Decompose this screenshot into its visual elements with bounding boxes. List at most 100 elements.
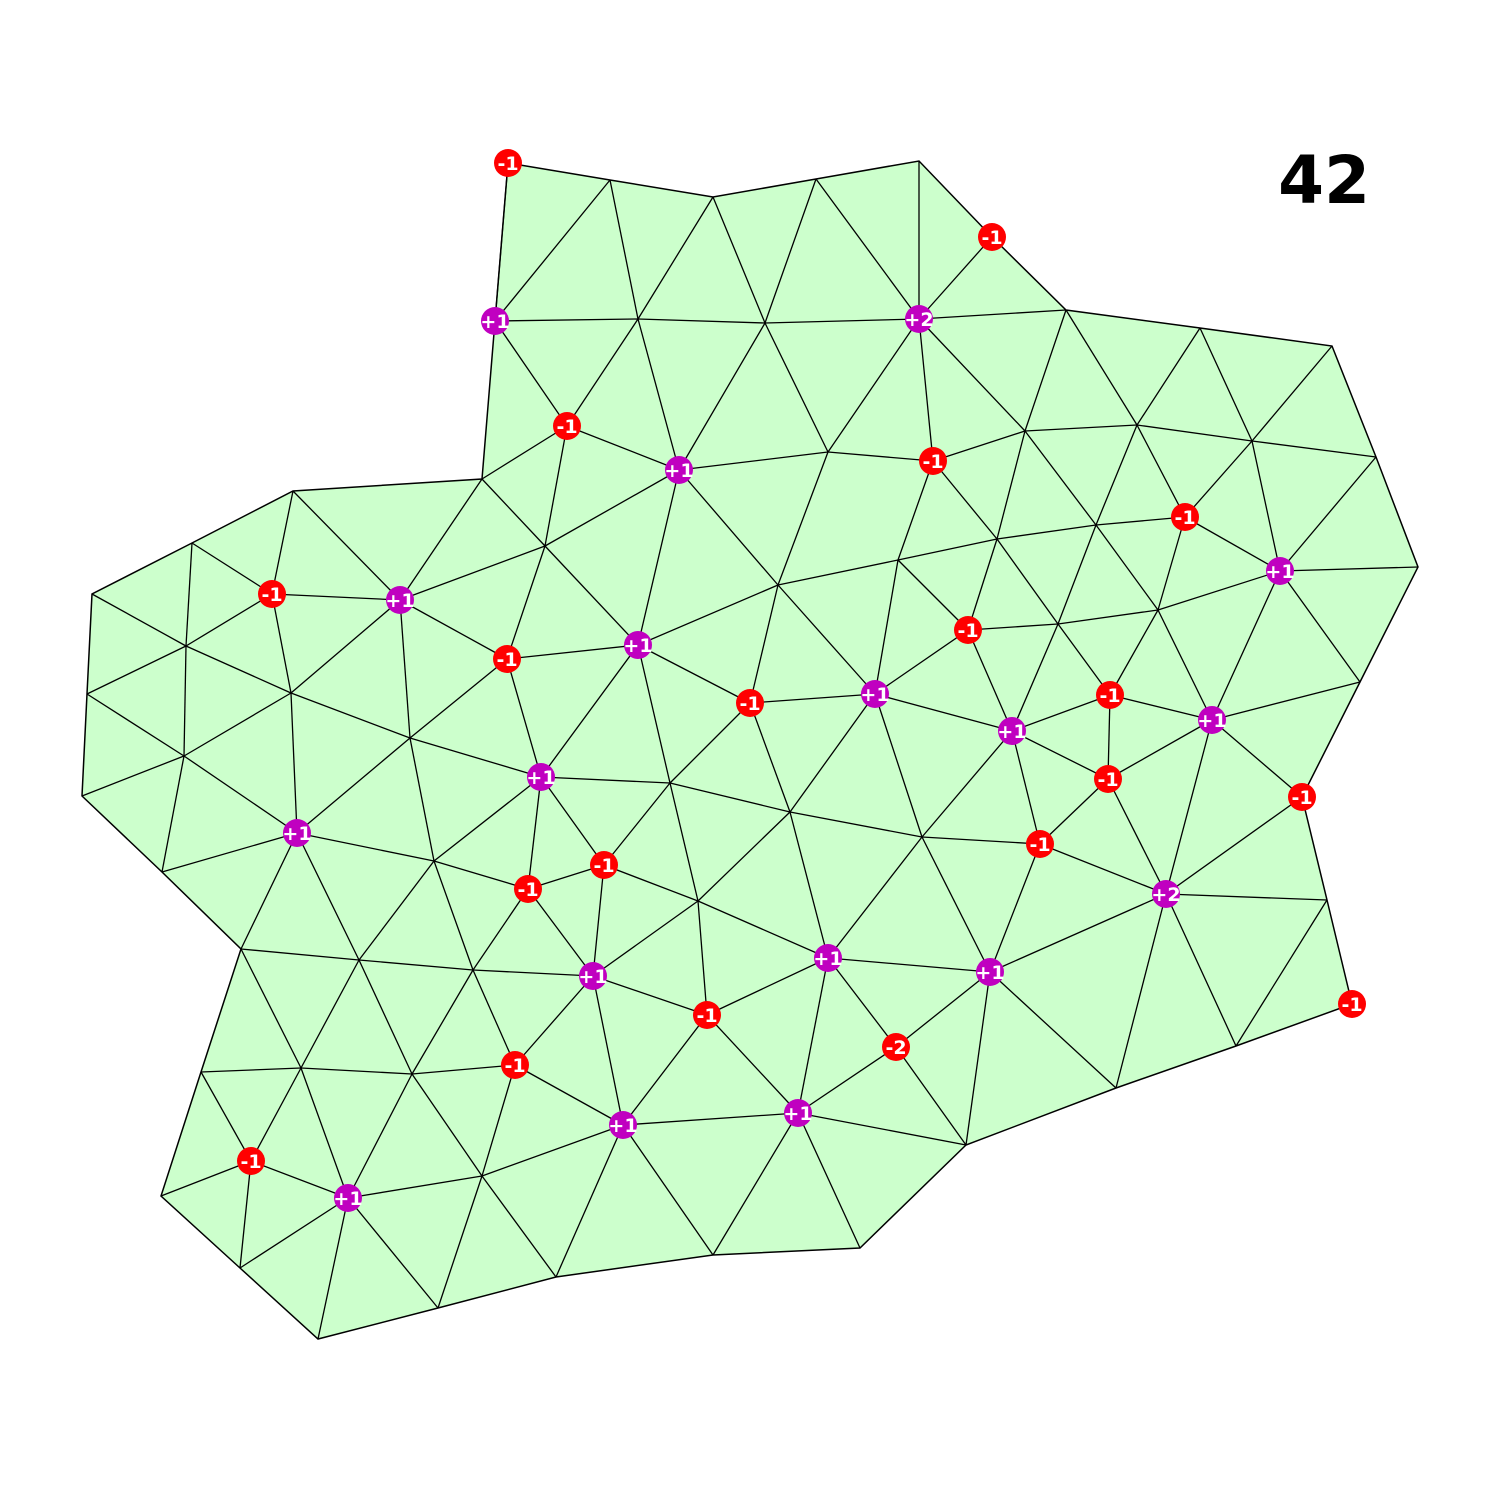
marker-label: -1	[922, 451, 943, 473]
mesh-edge	[296, 832, 435, 862]
mesh-edge	[185, 593, 273, 647]
mesh-edge	[271, 593, 401, 601]
mesh-edge	[697, 811, 791, 902]
mesh-edge	[637, 644, 671, 784]
mesh-edge	[1136, 327, 1201, 426]
mesh-edge	[897, 559, 969, 631]
negative-vertex-marker: -2	[882, 1033, 910, 1061]
mesh-edge	[603, 864, 699, 902]
mesh-edge	[706, 1014, 799, 1114]
marker-dot	[861, 680, 889, 708]
marker-dot	[1026, 830, 1054, 858]
negative-vertex-marker: -1	[954, 616, 982, 644]
mesh-edge	[358, 959, 413, 1075]
negative-vertex-marker: -1	[590, 851, 618, 879]
mesh-edge	[897, 538, 998, 561]
mesh-edge	[1251, 440, 1281, 572]
marker-label: +2	[904, 309, 933, 331]
mesh-edge	[1235, 899, 1328, 1047]
mesh-edge	[874, 693, 1013, 732]
mesh-edge	[86, 693, 185, 757]
mesh-edge	[481, 1124, 624, 1177]
marker-dot	[978, 223, 1006, 251]
mesh-edge	[1011, 730, 1109, 780]
negative-vertex-marker: -1	[1026, 830, 1054, 858]
negative-vertex-marker: -1	[1288, 783, 1316, 811]
mesh-edge	[161, 755, 185, 873]
marker-dot	[386, 586, 414, 614]
marker-dot	[954, 616, 982, 644]
mesh-edge	[1165, 719, 1213, 895]
mesh-edge	[86, 645, 187, 695]
mesh-edge	[827, 318, 920, 453]
positive-vertex-marker: +1	[623, 631, 653, 659]
mesh-edge	[347, 1197, 439, 1309]
marker-dot	[882, 1033, 910, 1061]
mesh-edge	[300, 1067, 413, 1075]
mesh-edge	[1095, 524, 1159, 611]
mesh-edge	[399, 599, 411, 739]
marker-dot	[579, 962, 607, 990]
marker-label: +1	[860, 684, 889, 706]
marker-label: -1	[957, 620, 978, 642]
positive-vertex-marker: +1	[480, 307, 510, 335]
mesh-edge	[1024, 309, 1067, 432]
positive-vertex-marker: +1	[997, 717, 1027, 745]
positive-vertex-marker: +1	[783, 1099, 813, 1127]
positive-vertex-marker: +1	[385, 586, 415, 614]
negative-vertex-marker: -1	[501, 1051, 529, 1079]
marker-dot	[905, 305, 933, 333]
mesh-edge	[433, 860, 474, 971]
mesh-edge	[592, 975, 708, 1016]
marker-label: +1	[813, 948, 842, 970]
marker-dot	[814, 944, 842, 972]
mesh-edge	[592, 864, 605, 977]
mesh-edge	[1011, 730, 1041, 845]
mesh-edge	[712, 1112, 799, 1256]
mesh-edge	[409, 737, 542, 778]
positive-vertex-marker: +1	[526, 763, 556, 791]
marker-dot	[976, 958, 1004, 986]
mesh-edge	[506, 644, 639, 660]
mesh-edge	[918, 236, 993, 320]
marker-label: -1	[981, 227, 1002, 249]
mesh-edge	[996, 430, 1026, 540]
mesh-edges	[81, 161, 1419, 1340]
marker-label: -1	[556, 416, 577, 438]
positive-vertex-marker: +1	[333, 1184, 363, 1212]
mesh-edge	[1039, 843, 1167, 895]
mesh-edge	[239, 1197, 349, 1269]
marker-dot	[590, 851, 618, 879]
mesh-edge	[494, 179, 611, 322]
mesh-edge	[433, 776, 542, 862]
positive-vertex-marker: +1	[578, 962, 608, 990]
marker-dot	[1338, 990, 1366, 1018]
negative-vertex-marker: -1	[237, 1147, 265, 1175]
mesh-edge	[921, 836, 1041, 845]
mesh-edge	[1211, 681, 1361, 721]
mesh-edge	[789, 811, 923, 838]
mesh-edge	[544, 425, 568, 547]
mesh-edge	[296, 737, 411, 834]
negative-vertex-marker: -1	[258, 580, 286, 608]
marker-dot	[514, 875, 542, 903]
negative-vertex-marker: -1	[919, 447, 947, 475]
marker-dot	[481, 307, 509, 335]
mesh-edge	[637, 644, 751, 704]
mesh-edge	[637, 584, 779, 646]
positive-vertex-marker: +1	[975, 958, 1005, 986]
mesh-edge	[764, 318, 920, 324]
mesh-edge	[622, 1014, 708, 1126]
marker-label: -1	[696, 1005, 717, 1027]
marker-label: -1	[261, 584, 282, 606]
mesh-edge	[1095, 516, 1186, 526]
mesh-edge	[1039, 778, 1109, 845]
mesh-edge	[290, 692, 411, 739]
mesh-edge	[240, 832, 298, 950]
mesh-edge	[918, 309, 1067, 320]
marker-label: -1	[593, 855, 614, 877]
mesh-edge	[637, 318, 680, 471]
mesh-edge	[895, 971, 991, 1048]
mesh-edge	[347, 1175, 483, 1199]
mesh-edge	[797, 957, 829, 1114]
